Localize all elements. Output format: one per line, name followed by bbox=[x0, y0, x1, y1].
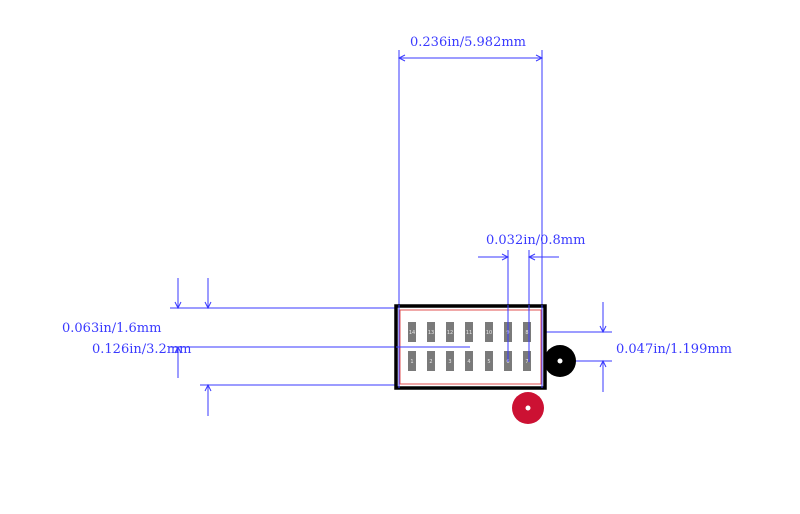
pad-10 bbox=[485, 322, 493, 342]
pad-5 bbox=[485, 351, 493, 371]
pad-label-10: 10 bbox=[486, 330, 492, 336]
left-inner-label: 0.126in/3.2mm bbox=[92, 342, 191, 357]
pad-label-4: 4 bbox=[467, 359, 470, 365]
top-width-dimension bbox=[397, 50, 544, 305]
pad-label-2: 2 bbox=[429, 359, 432, 365]
left-outer-label: 0.063in/1.6mm bbox=[62, 321, 161, 336]
pad-2 bbox=[427, 351, 435, 371]
pin1-marker bbox=[512, 392, 544, 424]
pad-label-7: 7 bbox=[525, 359, 528, 365]
top-width-label: 0.236in/5.982mm bbox=[410, 35, 526, 50]
pad-14 bbox=[408, 322, 416, 342]
pad-label-8: 8 bbox=[525, 330, 528, 336]
pad-8 bbox=[523, 322, 531, 342]
pad-3 bbox=[446, 351, 454, 371]
pad-label-13: 13 bbox=[428, 330, 434, 336]
pad-label-3: 3 bbox=[448, 359, 451, 365]
pad-label-12: 12 bbox=[447, 330, 453, 336]
pad-11 bbox=[465, 322, 473, 342]
pad-13 bbox=[427, 322, 435, 342]
overlay-dimension-lines bbox=[396, 305, 543, 388]
pad-label-1: 1 bbox=[410, 359, 413, 365]
pad-12 bbox=[446, 322, 454, 342]
pad-4 bbox=[465, 351, 473, 371]
pad-7 bbox=[523, 351, 531, 371]
pad-1 bbox=[408, 351, 416, 371]
pad-label-11: 11 bbox=[466, 330, 472, 336]
pad-label-14: 14 bbox=[409, 330, 415, 336]
pitch-label: 0.032in/0.8mm bbox=[486, 233, 585, 248]
pad-label-5: 5 bbox=[487, 359, 490, 365]
right-height-label: 0.047in/1.199mm bbox=[616, 342, 732, 357]
origin-marker bbox=[544, 345, 576, 377]
